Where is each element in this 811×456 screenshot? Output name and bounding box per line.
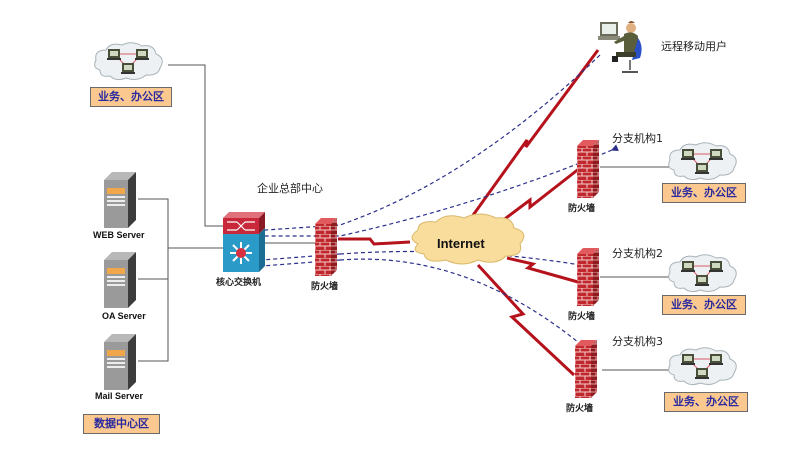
internet-cloud-icon [411, 213, 525, 265]
internet-label: Internet [437, 236, 485, 251]
hq-office-zone-label: 业务、办公区 [90, 87, 172, 107]
branch1-zone-label: 业务、办公区 [662, 183, 746, 203]
hq-title: 企业总部中心 [257, 182, 323, 195]
oa-server-icon [104, 252, 136, 308]
branch2-firewall-label: 防火墙 [568, 312, 596, 322]
branch3-firewall-icon [575, 340, 597, 398]
core-switch-icon [223, 212, 265, 272]
vpn-tunnel-remote [229, 54, 601, 236]
web-server-icon [104, 172, 136, 228]
hq-firewall-label: 防火墙 [311, 282, 339, 292]
branch2-firewall-icon [577, 248, 599, 306]
branch2-zone-label: 业务、办公区 [662, 295, 746, 315]
branch3-label: 分支机构3 [612, 335, 663, 348]
remote-user-icon [598, 21, 642, 73]
oa-server-label: OA Server [102, 311, 146, 321]
branch3-firewall-label: 防火墙 [566, 404, 594, 414]
wan-link-branch2 [506, 256, 579, 284]
wan-link-remote-user [464, 49, 600, 226]
branch1-firewall-icon [577, 140, 599, 198]
web-server-label: WEB Server [93, 230, 145, 240]
core-switch-label: 核心交换机 [216, 278, 262, 288]
remote-user-label: 远程移动用户 [661, 40, 727, 53]
mail-server-icon [104, 334, 136, 390]
mail-server-label: Mail Server [95, 391, 144, 401]
branch2-label: 分支机构2 [612, 247, 663, 260]
wan-links [338, 49, 600, 377]
lan-links [138, 64, 672, 371]
hq-office-lan-cloud-icon [94, 42, 163, 81]
hq-firewall-icon [315, 218, 337, 276]
vpn-tunnels [229, 54, 619, 353]
vpn-tunnel-branch3 [339, 258, 591, 353]
branch1-label: 分支机构1 [612, 132, 663, 145]
wan-link-branch3 [476, 263, 576, 377]
branch3-zone-label: 业务、办公区 [664, 392, 748, 412]
wan-link-hq [338, 237, 411, 246]
branch1-lan-cloud-icon [668, 142, 737, 181]
datacenter-zone-label: 数据中心区 [83, 414, 160, 434]
lan-link-office [168, 64, 223, 227]
branch2-lan-cloud-icon [668, 254, 737, 293]
lan-link-servers-bus [138, 198, 169, 362]
branch1-firewall-label: 防火墙 [568, 204, 596, 214]
branch3-lan-cloud-icon [668, 347, 737, 386]
